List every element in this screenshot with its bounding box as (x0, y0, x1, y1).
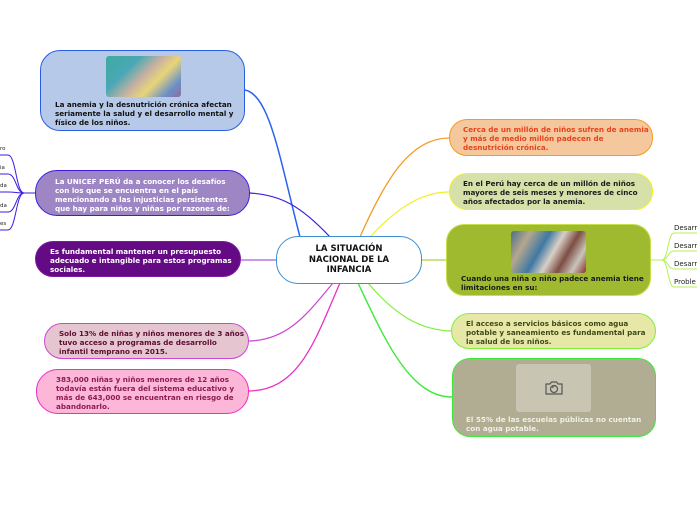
link-unicef (249, 192, 331, 238)
link-acceso (367, 282, 452, 332)
health-worker-with-child-photo (106, 56, 181, 97)
topic-text: Solo 13% de niñas y niños menores de 3 a… (59, 329, 245, 356)
cuando-subtopic-1[interactable]: Desarr (673, 224, 697, 232)
topic-text: Cerca de un millón de niños sufren de an… (463, 125, 649, 152)
topic-text: El 55% de las escuelas públicas no cuent… (466, 415, 642, 433)
unicef-subtopic-1[interactable]: ro (0, 146, 6, 152)
unicef-subtopic-4[interactable]: da (0, 203, 7, 209)
link-anemia (244, 89, 301, 238)
link-solo13 (248, 282, 334, 342)
central-topic[interactable]: LA SITUACIÓN NACIONAL DE LA INFANCIA (276, 236, 422, 284)
group-of-children-photo (511, 231, 586, 273)
topic-anemia-desnutricion[interactable]: La anemia y la desnutrición crónica afec… (40, 50, 245, 131)
cuando-subtopic-links (651, 232, 697, 288)
unicef-subtopic-5[interactable]: es (0, 221, 7, 227)
topic-millon-anemia[interactable]: Cerca de un millón de niños sufren de an… (449, 119, 653, 156)
topic-fuera-sistema-educativo[interactable]: 383,000 niñas y niños menores de 12 años… (36, 369, 249, 414)
central-topic-label: LA SITUACIÓN NACIONAL DE LA INFANCIA (308, 244, 390, 276)
topic-text: La anemia y la desnutrición crónica afec… (55, 100, 234, 127)
link-escuelas (357, 282, 453, 398)
camera-icon (544, 381, 563, 395)
cuando-subtopic-3[interactable]: Desarr (673, 260, 697, 268)
unicef-subtopic-2[interactable]: ia (0, 165, 5, 171)
topic-text: El acceso a servicios básicos como agua … (466, 319, 646, 346)
link-peru (369, 191, 450, 238)
unicef-subtopic-links (0, 154, 35, 231)
topic-text: En el Perú hay cerca de un millón de niñ… (463, 179, 638, 206)
topic-solo-13-porciento[interactable]: Solo 13% de niñas y niños menores de 3 a… (44, 323, 249, 359)
unicef-subtopic-3[interactable]: da (0, 183, 7, 189)
topic-escuelas-agua[interactable]: El 55% de las escuelas públicas no cuent… (452, 358, 656, 437)
cuando-subtopic-2[interactable]: Desarr (673, 242, 697, 250)
topic-text: Es fundamental mantener un presupuesto a… (50, 247, 232, 274)
topic-text: 383,000 niñas y niños menores de 12 años… (56, 375, 235, 411)
topic-acceso-servicios[interactable]: El acceso a servicios básicos como agua … (451, 313, 656, 349)
link-millon (359, 137, 450, 238)
topic-unicef-peru[interactable]: La UNICEF PERÚ da a conocer los desafíos… (35, 170, 250, 216)
link-383 (248, 282, 341, 392)
topic-text: La UNICEF PERÚ da a conocer los desafíos… (55, 177, 230, 213)
topic-presupuesto[interactable]: Es fundamental mantener un presupuesto a… (35, 241, 241, 277)
topic-text: Cuando una niña o niño padece anemia tie… (461, 274, 644, 292)
cuando-subtopic-4[interactable]: Proble (673, 278, 697, 286)
topic-peru-anemia[interactable]: En el Perú hay cerca de un millón de niñ… (449, 173, 653, 210)
image-placeholder[interactable] (516, 364, 591, 412)
topic-limitaciones-anemia[interactable]: Cuando una niña o niño padece anemia tie… (446, 224, 651, 296)
